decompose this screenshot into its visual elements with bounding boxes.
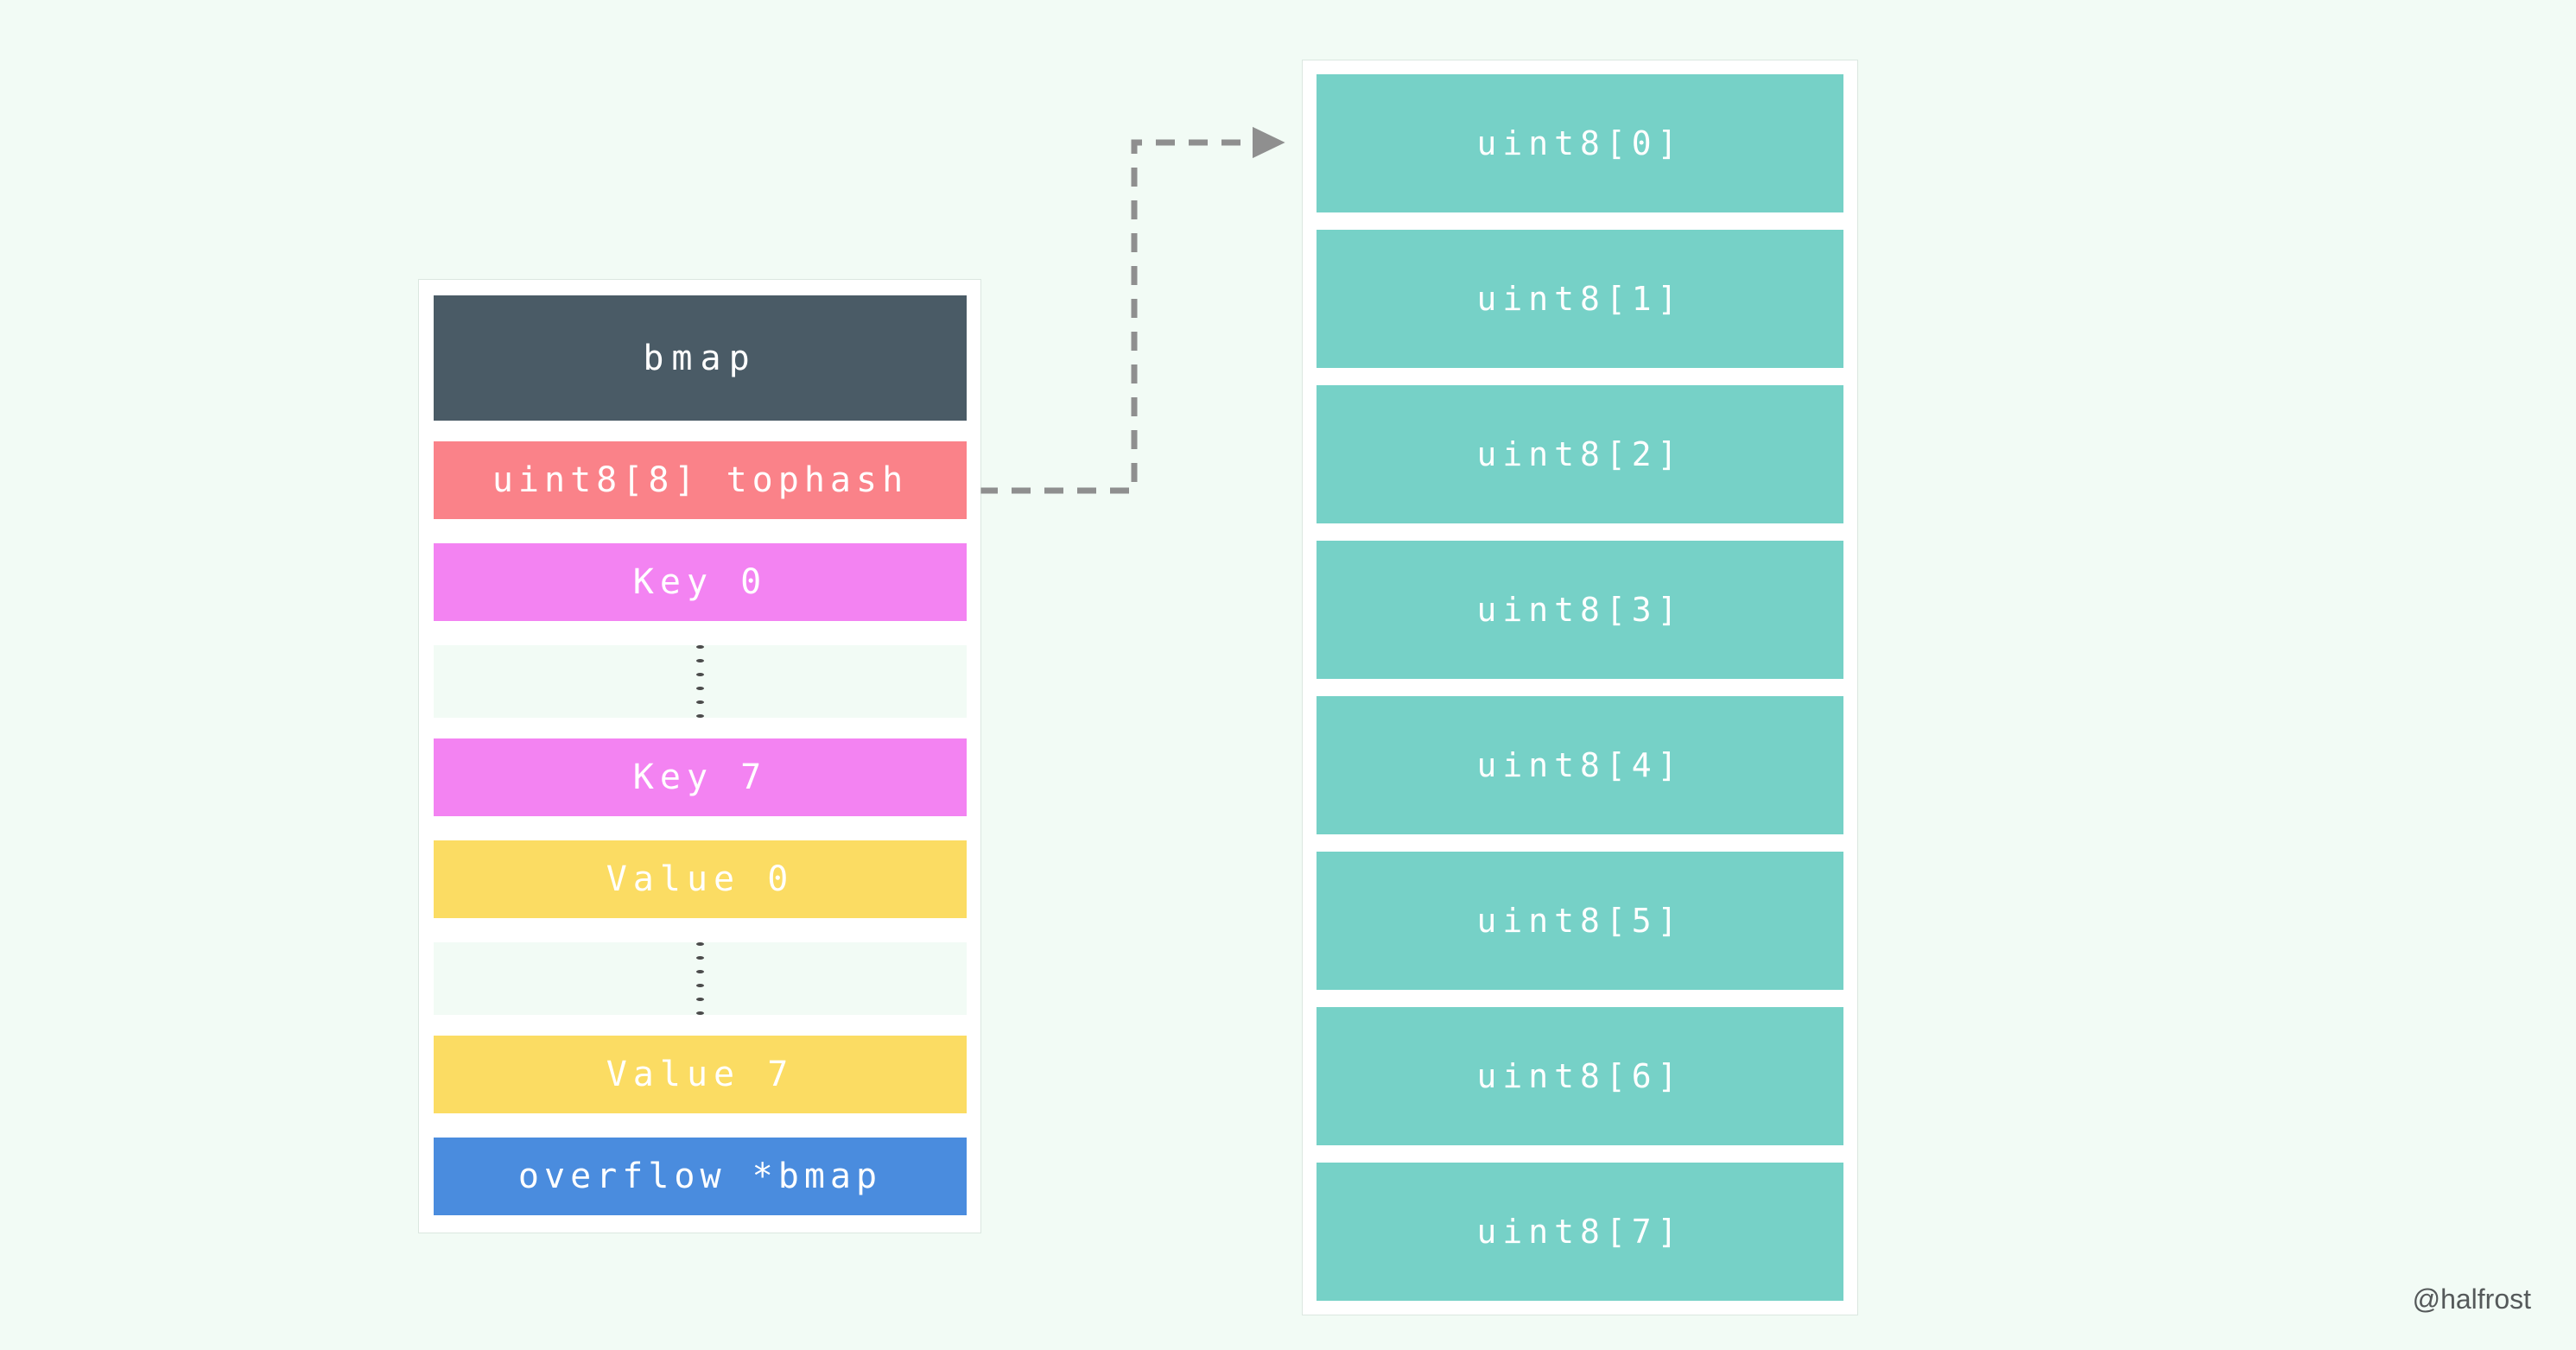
ellipsis-dot — [696, 700, 704, 704]
tophash-array-card: uint8[0] uint8[1] uint8[2] uint8[3] uint… — [1303, 60, 1857, 1315]
uint8-cell-6-label: uint8[6] — [1476, 1057, 1684, 1095]
uint8-cell-1-label: uint8[1] — [1476, 280, 1684, 318]
field-key-0-label: Key 0 — [632, 562, 768, 602]
field-overflow-bmap-label: overflow *bmap — [517, 1157, 883, 1196]
field-key-7-label: Key 7 — [632, 757, 768, 797]
bmap-title-block: bmap — [434, 295, 967, 421]
uint8-cell-7-label: uint8[7] — [1476, 1213, 1684, 1251]
uint8-cell-2[interactable]: uint8[2] — [1317, 385, 1843, 523]
uint8-cell-2-label: uint8[2] — [1476, 435, 1684, 473]
field-key-7[interactable]: Key 7 — [434, 738, 967, 816]
ellipsis-dot — [696, 714, 704, 718]
uint8-cell-0[interactable]: uint8[0] — [1317, 74, 1843, 212]
uint8-cell-4[interactable]: uint8[4] — [1317, 696, 1843, 834]
field-value-7[interactable]: Value 7 — [434, 1036, 967, 1113]
field-overflow-bmap[interactable]: overflow *bmap — [434, 1138, 967, 1215]
ellipsis-dot — [696, 998, 704, 1001]
field-tophash-label: uint8[8] tophash — [492, 460, 909, 500]
uint8-cell-3-label: uint8[3] — [1476, 591, 1684, 629]
uint8-cell-5[interactable]: uint8[5] — [1317, 852, 1843, 990]
field-value-7-label: Value 7 — [606, 1055, 795, 1094]
field-tophash[interactable]: uint8[8] tophash — [434, 441, 967, 519]
ellipsis-dot — [696, 942, 704, 946]
uint8-cell-7[interactable]: uint8[7] — [1317, 1163, 1843, 1301]
ellipsis-dot — [696, 984, 704, 987]
field-key-0[interactable]: Key 0 — [434, 543, 967, 621]
ellipsis-dot — [696, 1011, 704, 1015]
uint8-cell-4-label: uint8[4] — [1476, 746, 1684, 784]
ellipsis-dot — [696, 970, 704, 973]
watermark-handle: @halfrost — [2412, 1283, 2531, 1315]
ellipsis-dot — [696, 956, 704, 960]
uint8-cell-3[interactable]: uint8[3] — [1317, 541, 1843, 679]
ellipsis-dot — [696, 673, 704, 676]
uint8-cell-6[interactable]: uint8[6] — [1317, 1007, 1843, 1145]
value-ellipsis-separator — [434, 942, 967, 1015]
uint8-cell-1[interactable]: uint8[1] — [1317, 230, 1843, 368]
field-value-0-label: Value 0 — [606, 859, 795, 899]
ellipsis-dot — [696, 659, 704, 662]
ellipsis-dot — [696, 645, 704, 649]
bmap-struct-card: bmap uint8[8] tophash Key 0 Key 7 Value … — [419, 280, 980, 1233]
ellipsis-dot — [696, 687, 704, 690]
bmap-title-label: bmap — [643, 338, 758, 378]
uint8-cell-0-label: uint8[0] — [1476, 124, 1684, 162]
field-value-0[interactable]: Value 0 — [434, 840, 967, 918]
uint8-cell-5-label: uint8[5] — [1476, 902, 1684, 940]
key-ellipsis-separator — [434, 645, 967, 718]
